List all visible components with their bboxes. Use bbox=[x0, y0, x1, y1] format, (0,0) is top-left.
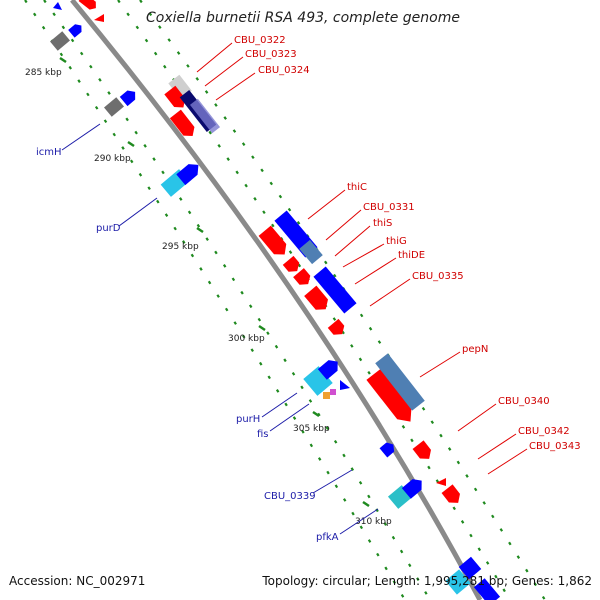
kbp-ticks bbox=[59, 56, 370, 508]
gene-feature-cbu0342[interactable] bbox=[436, 478, 446, 486]
gene-feature-top-small-red[interactable] bbox=[94, 14, 104, 22]
gene-feature-top-red[interactable] bbox=[78, 0, 99, 12]
gene-feature-pfkA-blue[interactable] bbox=[401, 475, 426, 499]
kbp-label-285: 285 kbp bbox=[25, 68, 62, 78]
gene-feature-pepN-steel[interactable] bbox=[375, 353, 425, 411]
gene-feature-top-blue[interactable] bbox=[68, 22, 84, 38]
gene-feature-cbu0323[interactable] bbox=[164, 85, 189, 112]
gene-feature-cbu0335[interactable] bbox=[327, 318, 348, 339]
gene-feature-fis-b[interactable] bbox=[330, 389, 336, 395]
gene-label-icmH[interactable]: icmH bbox=[36, 147, 62, 158]
accession-text: Accession: NC_002971 bbox=[9, 574, 146, 588]
forward-gene-labels: CBU_0322 CBU_0323 CBU_0324 thiC CBU_0331… bbox=[234, 35, 581, 452]
tick-tracks bbox=[24, 0, 546, 600]
gene-feature-thiC[interactable] bbox=[258, 225, 291, 260]
gene-feature-purH[interactable] bbox=[303, 366, 333, 396]
gene-feature-thiG[interactable] bbox=[293, 268, 313, 288]
reverse-gene-labels: icmH purD purH fis CBU_0339 pfkA bbox=[36, 147, 339, 543]
genome-backbone bbox=[70, 0, 483, 600]
gene-label-fis[interactable]: fis bbox=[257, 429, 269, 440]
gene-label-cbu0322[interactable]: CBU_0322 bbox=[234, 35, 286, 46]
gene-label-cbu0324[interactable]: CBU_0324 bbox=[258, 65, 310, 76]
gene-feature-fis[interactable] bbox=[323, 392, 330, 399]
gene-label-thiC[interactable]: thiC bbox=[347, 182, 367, 193]
gene-feature-gray-1[interactable] bbox=[50, 31, 70, 51]
gene-label-purH[interactable]: purH bbox=[236, 414, 260, 425]
gene-feature-pepN[interactable] bbox=[366, 368, 417, 427]
genome-summary-text: Topology: circular; Length: 1,995,281 bp… bbox=[262, 574, 592, 588]
gene-label-cbu0323[interactable]: CBU_0323 bbox=[245, 49, 297, 60]
gene-label-thiG[interactable]: thiG bbox=[386, 236, 407, 247]
gene-feature-bottom-blue-2[interactable] bbox=[473, 578, 501, 600]
gene-feature-icm-blue[interactable] bbox=[119, 87, 139, 107]
gene-feature-top-small-blue[interactable] bbox=[53, 2, 62, 10]
gene-label-cbu0342[interactable]: CBU_0342 bbox=[518, 426, 570, 437]
gene-label-pfkA[interactable]: pfkA bbox=[316, 532, 339, 543]
tick-track-inner-2 bbox=[24, 0, 406, 600]
gene-label-cbu0339[interactable]: CBU_0339 bbox=[264, 491, 316, 502]
gene-label-cbu0335[interactable]: CBU_0335 bbox=[412, 271, 464, 282]
gene-feature-cbu0323-b[interactable] bbox=[169, 109, 198, 141]
gene-label-purD[interactable]: purD bbox=[96, 223, 121, 234]
gene-feature-thiC-steel[interactable] bbox=[299, 239, 323, 265]
gene-label-thiS[interactable]: thiS bbox=[373, 218, 392, 229]
gene-feature-small-blue-tri[interactable] bbox=[340, 380, 350, 390]
gene-feature-purD-neighbor[interactable] bbox=[176, 160, 203, 186]
gene-feature-cbu0324-overlay[interactable] bbox=[189, 98, 221, 134]
gene-feature-cbu0331[interactable] bbox=[304, 285, 332, 315]
label-leader-lines bbox=[61, 42, 528, 535]
gene-feature-gray-2[interactable] bbox=[104, 97, 124, 117]
kbp-label-290: 290 kbp bbox=[94, 154, 131, 164]
gene-label-cbu0343[interactable]: CBU_0343 bbox=[529, 441, 581, 452]
gene-feature-cbu0340[interactable] bbox=[412, 440, 435, 463]
kbp-label-300: 300 kbp bbox=[228, 334, 265, 344]
kbp-label-310: 310 kbp bbox=[355, 517, 392, 527]
gene-label-thiDE[interactable]: thiDE bbox=[398, 250, 425, 261]
gene-feature-bottom-blue[interactable] bbox=[458, 556, 482, 580]
genome-title: Coxiella burnetii RSA 493, complete geno… bbox=[146, 10, 460, 26]
kbp-label-305: 305 kbp bbox=[293, 424, 330, 434]
gene-label-pepN[interactable]: pepN bbox=[462, 344, 488, 355]
gene-features bbox=[50, 0, 501, 600]
kbp-label-295: 295 kbp bbox=[162, 242, 199, 252]
gene-feature-cbu0339[interactable] bbox=[379, 440, 398, 458]
gene-feature-cbu0343[interactable] bbox=[441, 484, 464, 507]
gene-label-cbu0331[interactable]: CBU_0331 bbox=[363, 202, 415, 213]
gene-feature-thiS[interactable] bbox=[282, 255, 303, 276]
gene-feature-bottom-cyan[interactable] bbox=[445, 569, 471, 595]
gene-feature-thiDE[interactable] bbox=[313, 266, 357, 314]
tick-track-inner-1 bbox=[43, 0, 431, 600]
gene-feature-purH-blue[interactable] bbox=[317, 356, 342, 380]
gene-label-cbu0340[interactable]: CBU_0340 bbox=[498, 396, 550, 407]
